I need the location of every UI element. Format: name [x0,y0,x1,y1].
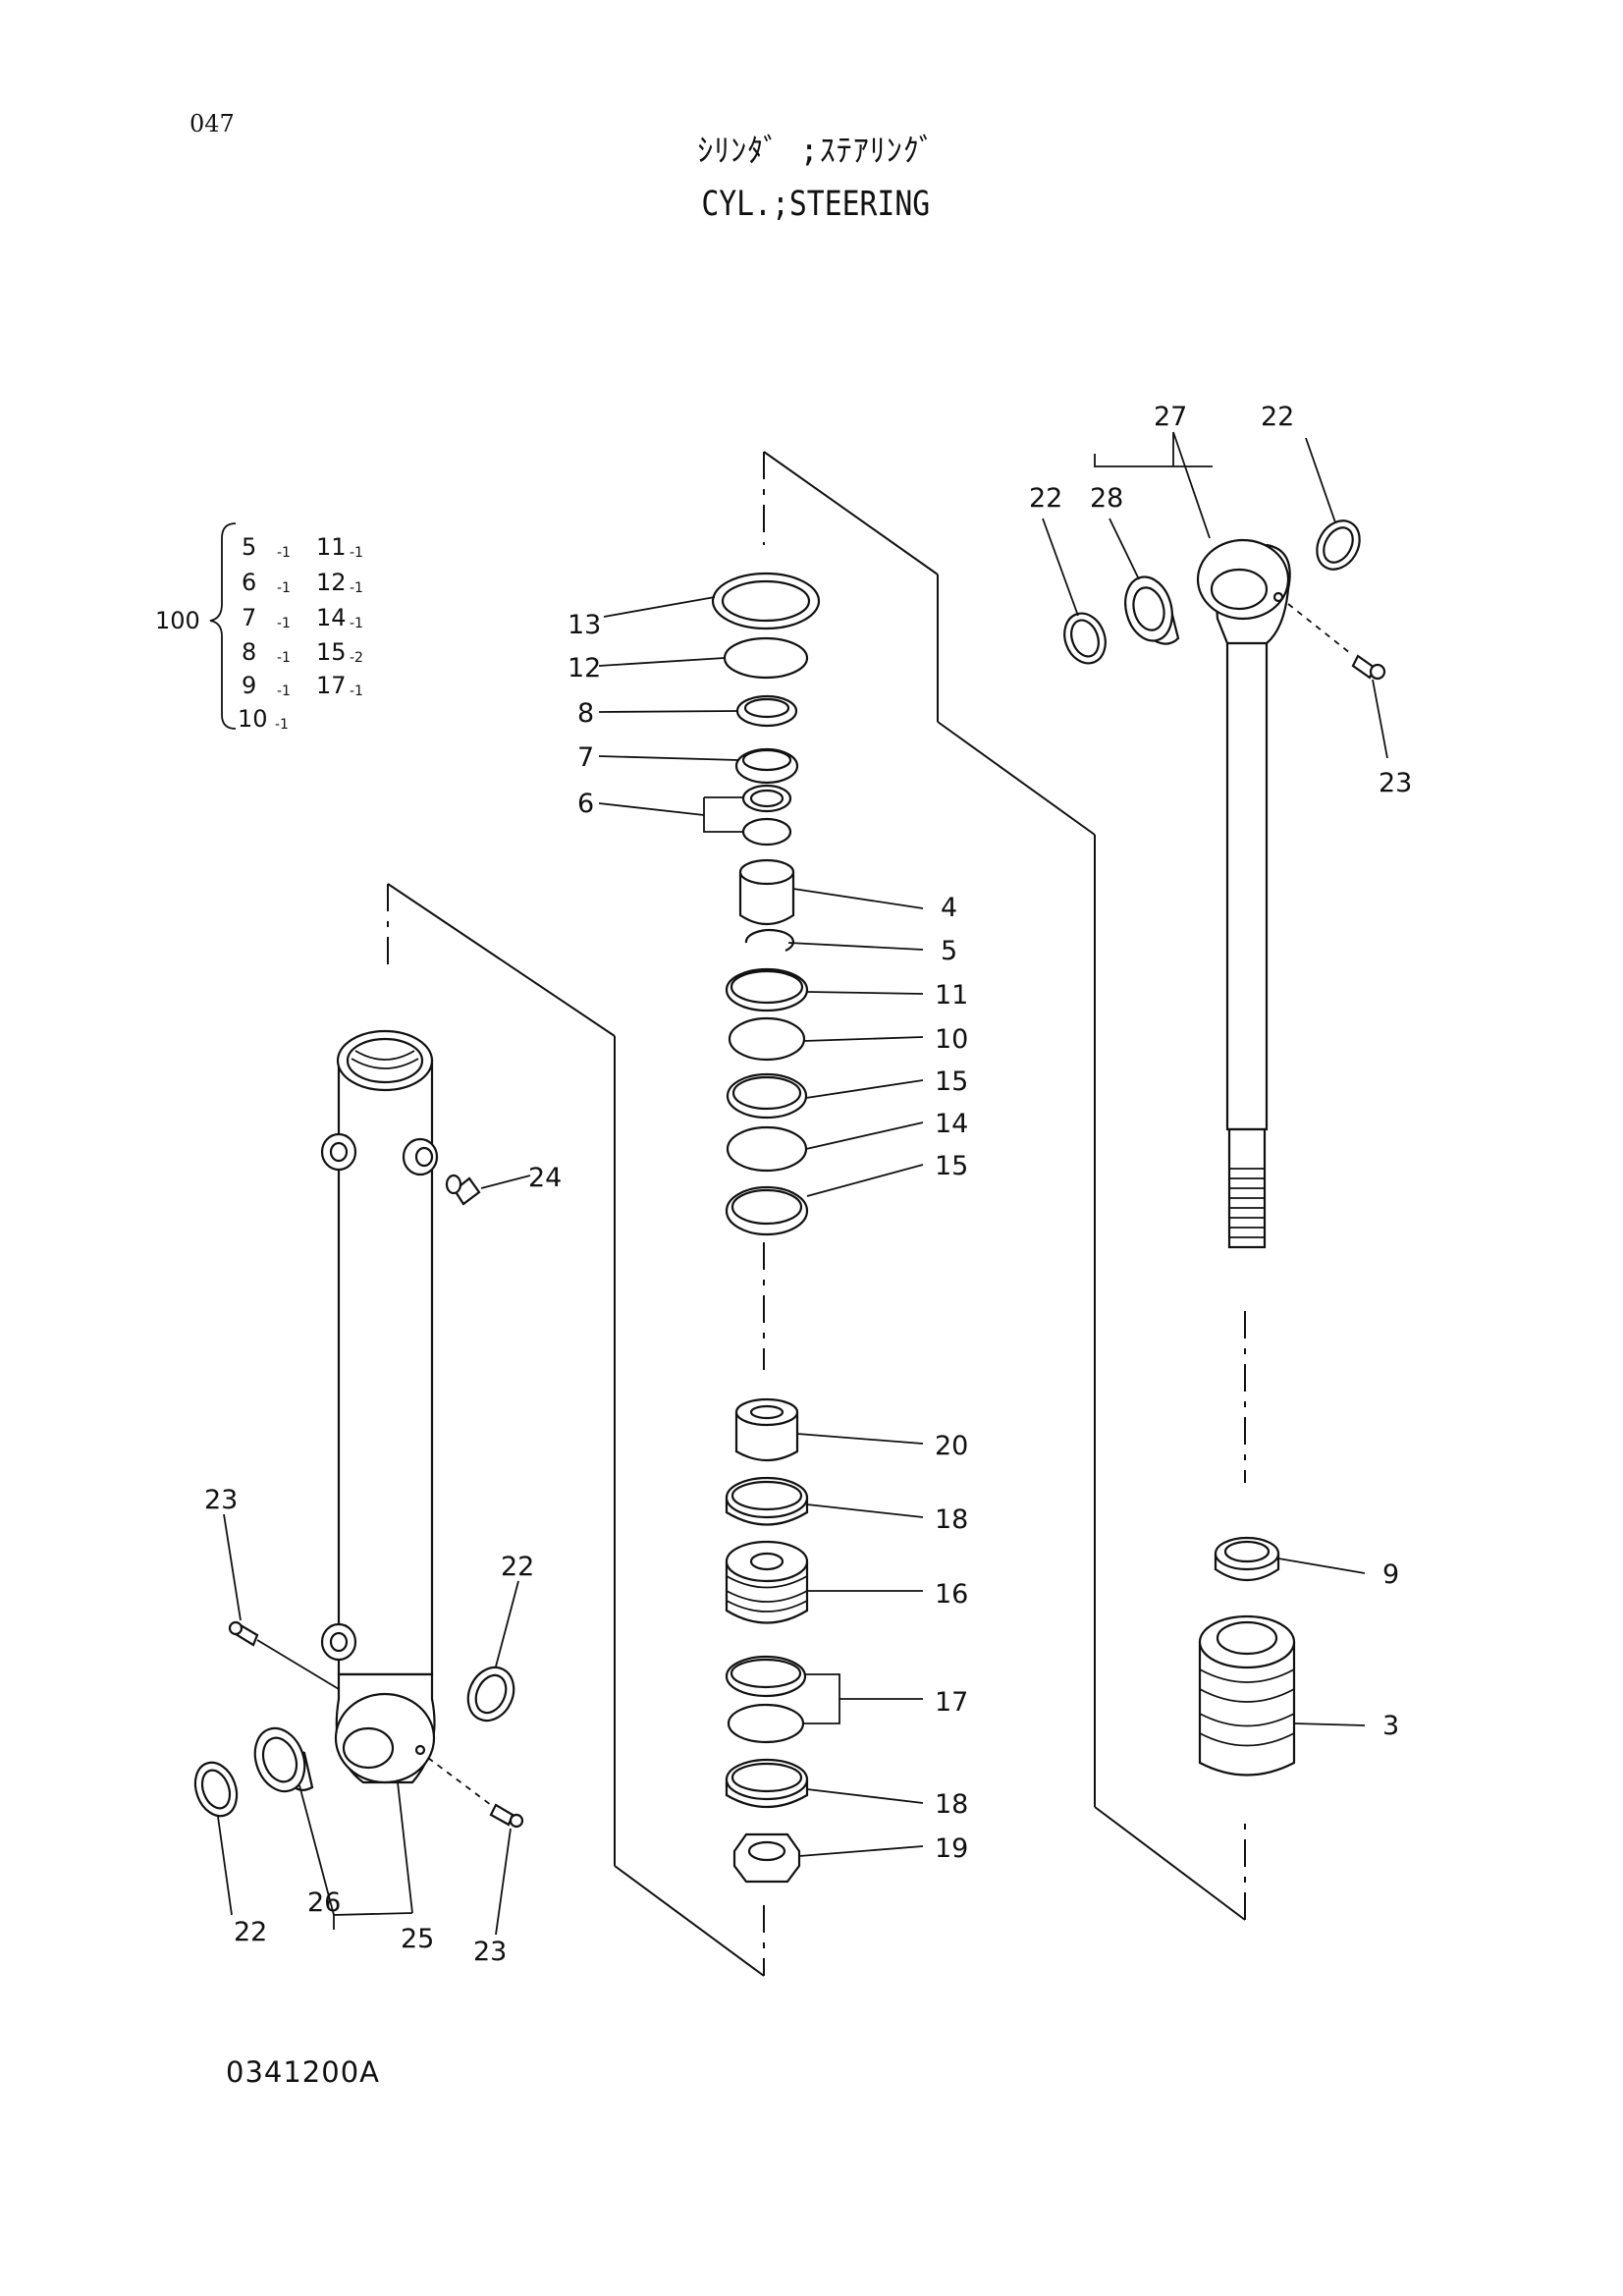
kit-right-column: 11 -1 12 -1 14 -1 15 -2 17 -1 [316,533,363,699]
rod-guide-parts [1198,1536,1296,1777]
callout-13: 13 [568,610,601,640]
page-number: 047 [189,110,235,137]
callout-15b: 15 [935,1151,968,1181]
kit-qty: -1 [275,717,289,733]
kit-qty: -1 [277,545,291,561]
callout-23-top: 23 [1379,768,1412,798]
kit-item: 8 [242,638,256,666]
leader-lines [217,431,1388,1936]
callout-8: 8 [577,698,594,729]
kit-item: 14 [316,604,347,631]
callout-16: 16 [935,1579,968,1610]
piston-rod [1063,519,1386,1249]
kit-number: 100 [155,607,200,634]
callout-19: 19 [935,1833,968,1864]
callout-10: 10 [935,1024,968,1055]
kit-qty: -1 [277,616,291,631]
kit-qty: -1 [350,616,363,631]
callout-22-top-left: 22 [1029,483,1062,514]
kit-item: 15 [316,638,347,666]
kit-item: 17 [316,672,347,699]
kit-table: 100 5 -1 6 -1 7 -1 8 -1 9 -1 10 -1 11 -1… [155,522,363,733]
callout-23-left: 23 [204,1485,238,1515]
kit-item: 12 [316,569,347,596]
callout-24: 24 [528,1163,562,1193]
title-japanese: ｼﾘﾝﾀﾞ ;ｽﾃｱﾘﾝｸﾞ [697,132,936,169]
kit-qty: -1 [350,580,363,596]
callout-22-mid: 22 [501,1552,534,1582]
callout-17: 17 [935,1687,968,1718]
kit-qty: -1 [277,580,291,596]
kit-qty: -1 [350,545,363,561]
callout-11: 11 [935,980,968,1011]
callout-27: 27 [1154,402,1187,432]
kit-left-column: 5 -1 6 -1 7 -1 8 -1 9 -1 10 -1 [238,533,291,733]
callout-4: 4 [941,893,957,923]
callout-25: 25 [401,1924,434,1954]
callout-5: 5 [941,936,957,966]
seal-stack [711,572,821,1236]
kit-qty: -1 [277,650,291,666]
kit-qty: -1 [350,683,363,699]
callout-3: 3 [1382,1711,1399,1741]
callout-23-bottom: 23 [473,1937,507,1967]
kit-item: 5 [242,533,256,561]
kit-item: 9 [242,672,256,699]
callout-6: 6 [577,789,594,819]
callout-20: 20 [935,1431,968,1461]
callout-28: 28 [1090,483,1123,514]
callout-labels: 13 12 8 7 6 4 5 11 10 15 14 15 20 18 16 … [204,402,1412,1967]
callout-12: 12 [568,653,601,683]
drawing-number: 0341200A [226,2055,380,2089]
callout-26: 26 [307,1887,341,1918]
callout-18a: 18 [935,1504,968,1535]
cylinder-tube [193,1029,524,1829]
callout-18b: 18 [935,1789,968,1820]
callout-14: 14 [935,1109,968,1139]
callout-22-top-right: 22 [1261,402,1294,432]
kit-qty: -2 [350,650,363,666]
callout-15a: 15 [935,1066,968,1097]
kit-item: 6 [242,569,256,596]
title-english: CYL.;STEERING [701,185,931,224]
callout-9: 9 [1382,1559,1399,1590]
kit-brace [209,522,237,730]
kit-item: 7 [242,604,256,631]
assembly-guide-lines [387,451,1246,1977]
kit-qty: -1 [277,683,291,699]
callout-22-bottom: 22 [234,1917,267,1947]
callout-7: 7 [577,742,594,773]
kit-item: 10 [238,705,268,733]
kit-item: 11 [316,533,347,561]
piston-stack [725,1397,809,1884]
